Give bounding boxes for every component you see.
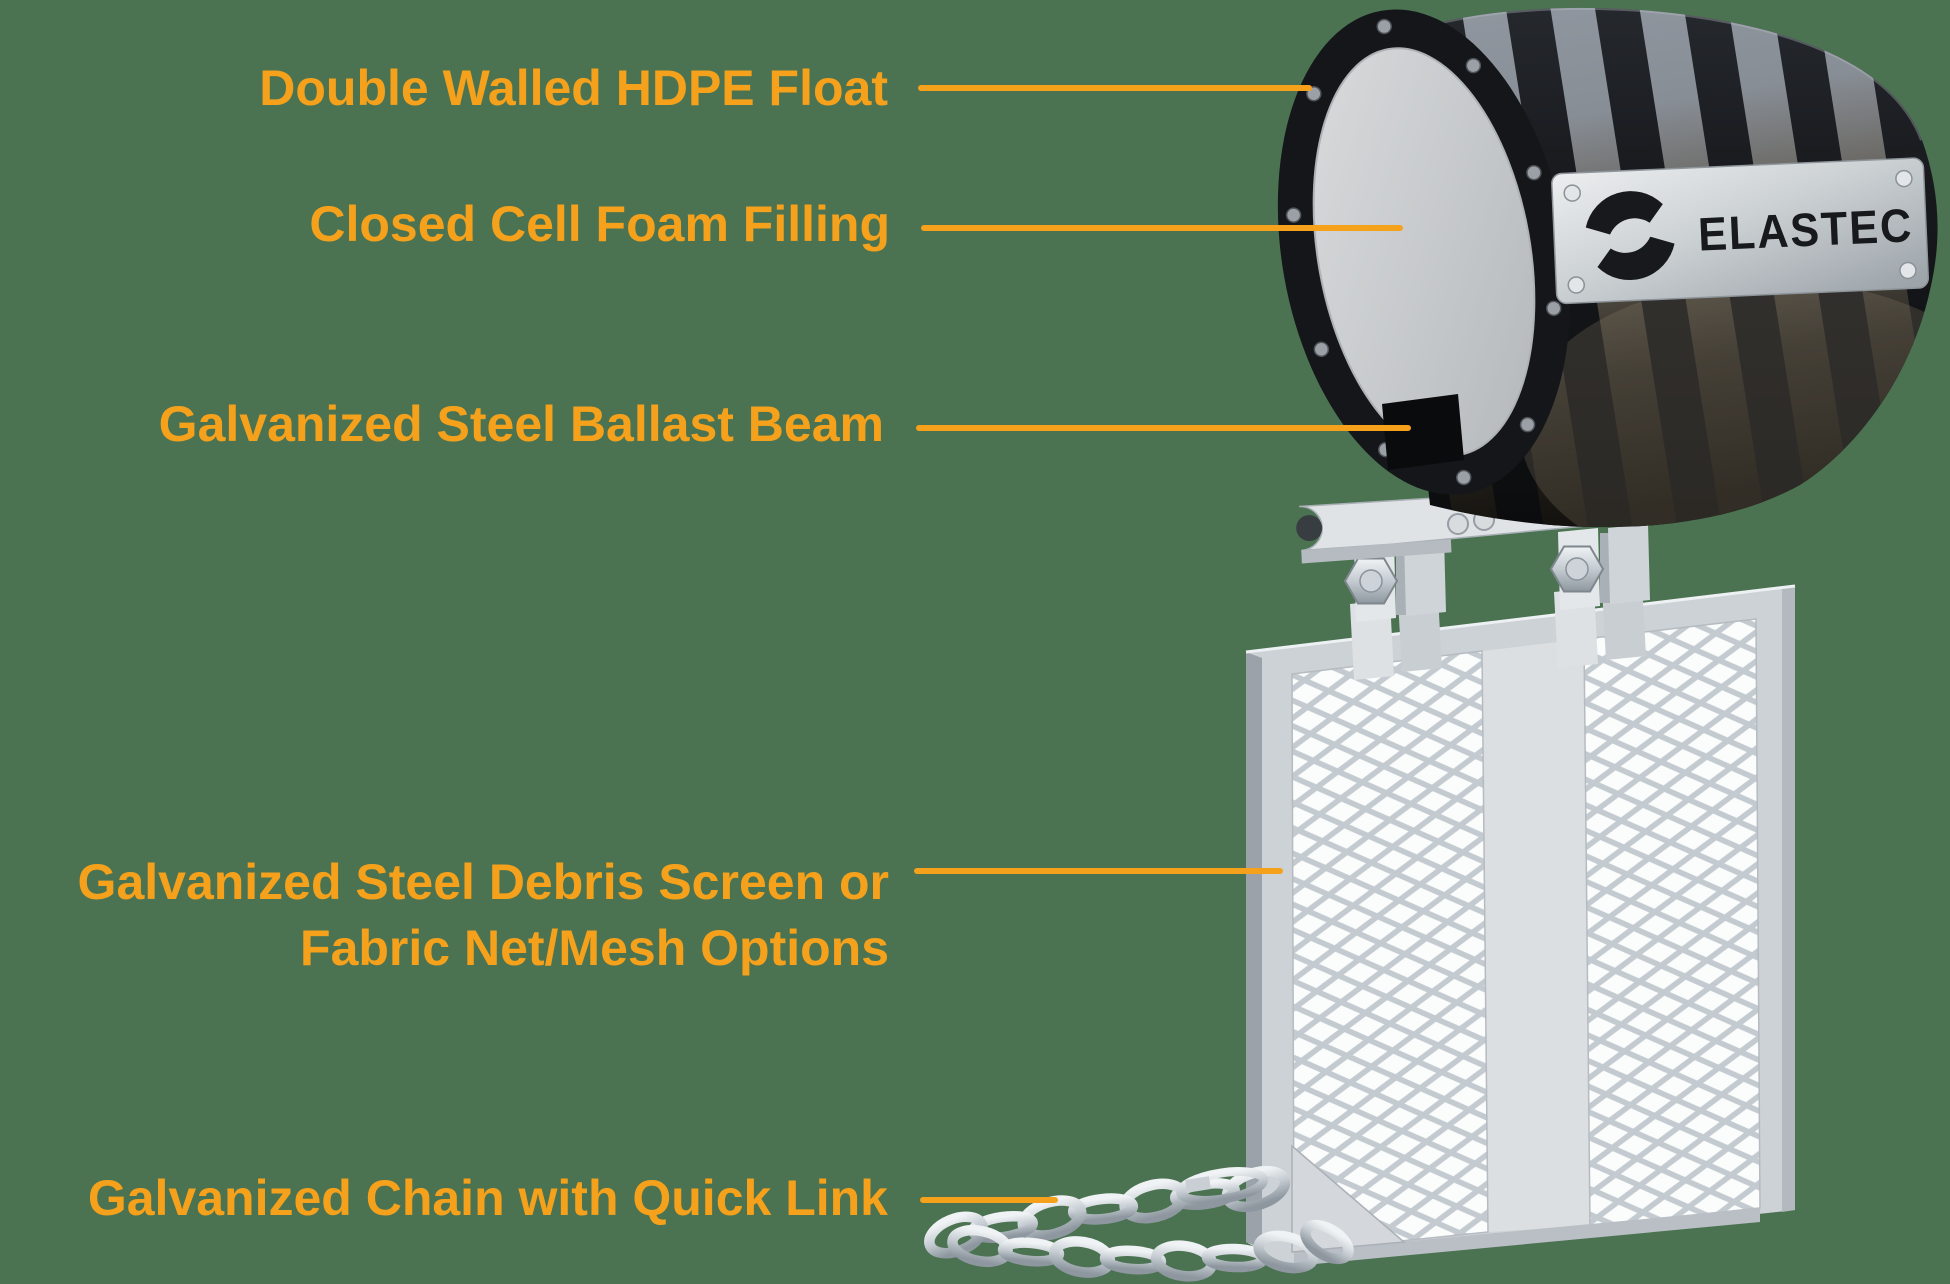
leader-line-chain [920, 1197, 1058, 1203]
ballast-beam-slot [1382, 394, 1464, 470]
shackle-hole [1296, 515, 1323, 542]
leader-line-ballast [916, 425, 1411, 431]
label-debris-screen-line2: Fabric Net/Mesh Options [300, 920, 889, 976]
mesh-panel-left [1291, 650, 1489, 1253]
quick-link [1175, 1167, 1269, 1205]
leader-line-foam [921, 225, 1403, 231]
label-debris-screen-line1: Galvanized Steel Debris Screen or [77, 854, 889, 910]
elastec-plate-text: ELASTEC [1697, 198, 1914, 260]
hdpe-float: ELASTEC [1277, 7, 1938, 528]
plate-screws [1563, 169, 1917, 294]
leader-line-screen [914, 868, 1283, 874]
ballast-beam-bracket [1296, 481, 1693, 680]
label-double-walled-hdpe-float: Double Walled HDPE Float [259, 60, 888, 116]
hinge-right [1549, 524, 1650, 668]
leader-line-float [918, 85, 1312, 91]
label-debris-screen-options: Galvanized Steel Debris Screen or Fabric… [78, 849, 889, 981]
chain [924, 1165, 1354, 1282]
center-strip [1482, 639, 1590, 1232]
float-end-cap [1277, 9, 1571, 495]
elastec-logo-icon [1585, 191, 1675, 280]
label-closed-cell-foam-filling: Closed Cell Foam Filling [309, 196, 890, 252]
mesh-panel-right [1583, 618, 1761, 1227]
label-galvanized-chain-quick-link: Galvanized Chain with Quick Link [87, 1170, 888, 1226]
debris-screen-frame [1245, 584, 1796, 1266]
elastec-plate: ELASTEC [1551, 157, 1930, 305]
label-galvanized-steel-ballast-beam: Galvanized Steel Ballast Beam [158, 396, 884, 452]
